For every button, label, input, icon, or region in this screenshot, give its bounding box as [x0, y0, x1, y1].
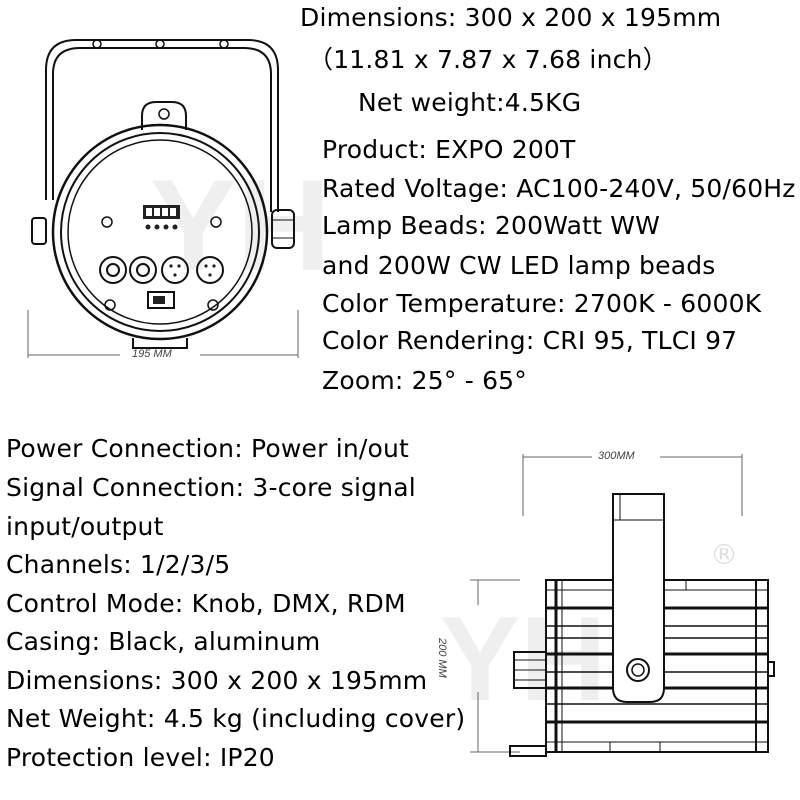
spec-product: Product: EXPO 200T	[322, 135, 576, 164]
side-view-svg	[470, 454, 775, 757]
spec-rated-voltage: Rated Voltage: AC100-240V, 50/60Hz	[322, 174, 796, 203]
spec-color-temperature: Color Temperature: 2700K - 6000K	[322, 289, 762, 318]
spec-net-weight-top: Net weight:4.5KG	[358, 88, 582, 117]
spec-protection-level: Protection level: IP20	[6, 743, 275, 772]
spec-channels: Channels: 1/2/3/5	[6, 550, 231, 579]
spec-dimensions-top: Dimensions: 300 x 200 x 195mm	[300, 3, 722, 32]
spec-lamp-beads-line2: and 200W CW LED lamp beads	[322, 251, 716, 280]
spec-signal-connection-line2: input/output	[6, 512, 164, 541]
spec-dimensions-inch: （11.81 x 7.87 x 7.68 inch）	[308, 45, 668, 74]
spec-zoom: Zoom: 25° - 65°	[322, 366, 527, 395]
spec-control-mode: Control Mode: Knob, DMX, RDM	[6, 589, 406, 618]
spec-power-connection: Power Connection: Power in/out	[6, 434, 410, 463]
registered-mark: ®	[710, 538, 738, 571]
spec-casing: Casing: Black, aluminum	[6, 627, 321, 656]
spec-dimensions-bottom: Dimensions: 300 x 200 x 195mm	[6, 666, 428, 695]
spec-net-weight-bottom: Net Weight: 4.5 kg (including cover)	[6, 704, 466, 733]
spec-lamp-beads-line1: Lamp Beads: 200Watt WW	[322, 211, 661, 240]
spec-signal-connection-line1: Signal Connection: 3-core signal	[6, 473, 416, 502]
side-view-width-label: 300MM	[598, 450, 635, 462]
rear-view-svg	[27, 39, 299, 358]
rear-view-width-label: 195 MM	[132, 348, 172, 360]
watermark-rear: YH	[150, 152, 331, 298]
side-view-height-label: 200 MM	[436, 638, 448, 678]
spec-color-rendering: Color Rendering: CRI 95, TLCI 97	[322, 326, 738, 355]
